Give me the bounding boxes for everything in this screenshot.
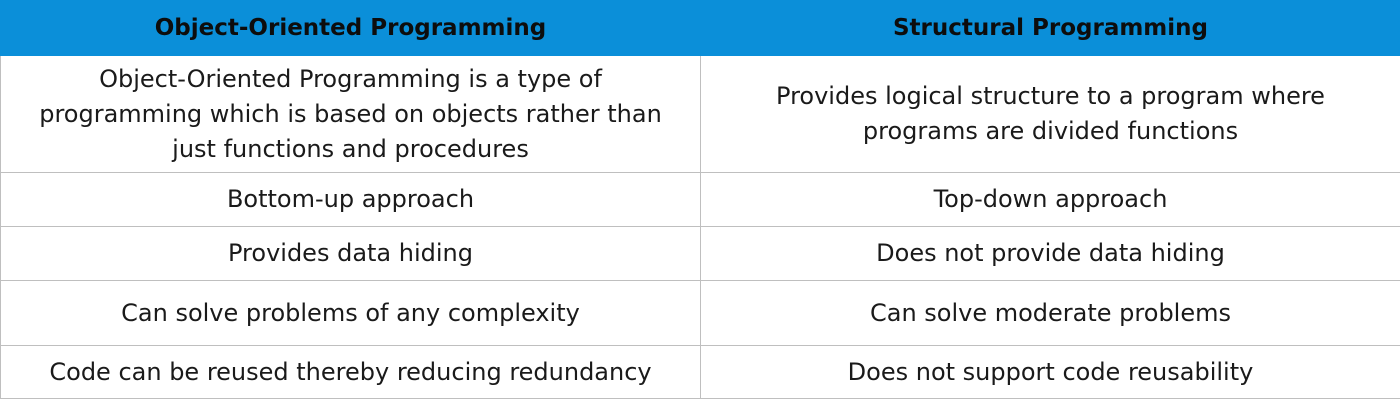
header-structural: Structural Programming xyxy=(700,0,1400,56)
cell-oop: Object-Oriented Programming is a type of… xyxy=(0,55,701,173)
table-header: Object-Oriented Programming Structural P… xyxy=(0,0,1400,56)
header-oop: Object-Oriented Programming xyxy=(0,0,701,56)
table-row: Code can be reused thereby reducing redu… xyxy=(0,345,1400,399)
table-row: Provides data hiding Does not provide da… xyxy=(0,226,1400,281)
cell-oop: Provides data hiding xyxy=(0,226,701,281)
header-row: Object-Oriented Programming Structural P… xyxy=(0,0,1400,56)
table-body: Object-Oriented Programming is a type of… xyxy=(0,55,1400,399)
cell-structural: Does not provide data hiding xyxy=(700,226,1400,281)
cell-structural: Top-down approach xyxy=(700,172,1400,227)
cell-structural: Does not support code reusability xyxy=(700,345,1400,399)
table-row: Bottom-up approach Top-down approach xyxy=(0,172,1400,227)
cell-structural: Provides logical structure to a program … xyxy=(700,55,1400,173)
cell-oop: Code can be reused thereby reducing redu… xyxy=(0,345,701,399)
cell-structural: Can solve moderate problems xyxy=(700,280,1400,346)
table-row: Can solve problems of any complexity Can… xyxy=(0,280,1400,346)
cell-oop: Bottom-up approach xyxy=(0,172,701,227)
cell-oop: Can solve problems of any complexity xyxy=(0,280,701,346)
table-row: Object-Oriented Programming is a type of… xyxy=(0,55,1400,173)
comparison-table: Object-Oriented Programming Structural P… xyxy=(0,0,1400,399)
